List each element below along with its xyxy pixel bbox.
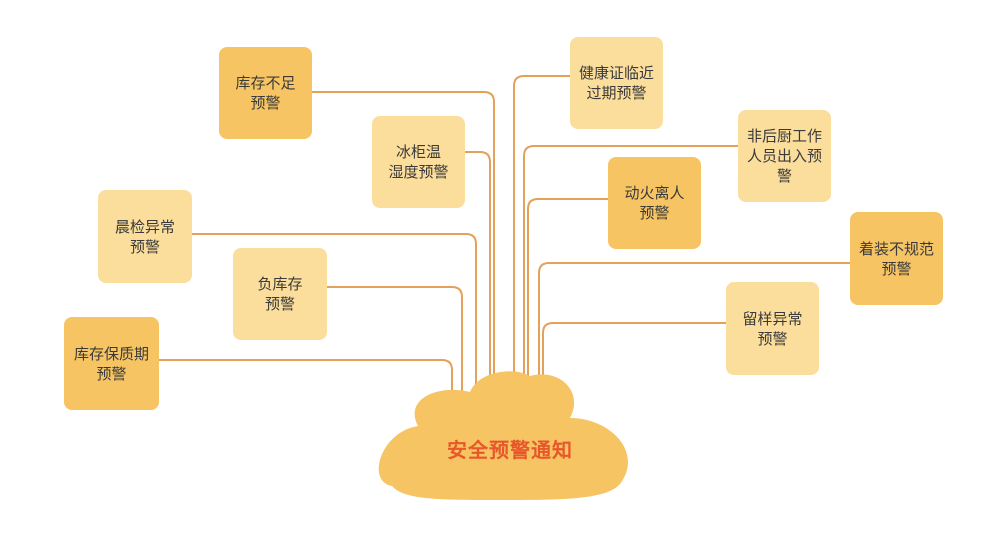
node-non-kitchen-staff[interactable]: 非后厨工作人员出入预警: [738, 110, 831, 202]
connector-line-stock-shortage: [312, 91, 495, 396]
node-label-line: 留样异常: [742, 309, 803, 328]
node-label-line: 动火离人: [624, 184, 685, 202]
node-fridge-temp[interactable]: 冰柜温湿度预警: [372, 116, 465, 208]
node-label-line: 非后厨工作: [746, 127, 822, 145]
node-label: 留样异常预警: [742, 309, 802, 349]
center-title: 安全预警通知: [447, 437, 573, 462]
node-morning-check[interactable]: 晨检异常预警: [98, 190, 192, 283]
node-label-line: 预警: [250, 94, 281, 112]
node-label: 库存不足预警: [235, 73, 295, 113]
node-label-line: 着装不规范: [858, 239, 934, 258]
node-label-line: 预警: [264, 295, 295, 313]
node-negative-stock[interactable]: 负库存预警: [233, 248, 327, 340]
connector-line-sample-anomaly: [542, 322, 726, 384]
connector-line-fire-unattended: [527, 198, 608, 380]
node-label: 晨检异常预警: [115, 217, 175, 257]
node-label: 负库存预警: [257, 274, 302, 314]
node-label: 动火离人预警: [624, 183, 684, 223]
connector-line-non-kitchen-staff: [523, 145, 738, 380]
node-label-line: 负库存: [257, 275, 303, 293]
node-label: 库存保质期预警: [74, 344, 149, 384]
node-sample-anomaly[interactable]: 留样异常预警: [726, 282, 819, 375]
node-label-line: 预警: [639, 204, 670, 222]
node-label: 着装不规范预警: [859, 239, 934, 279]
node-label-line: 健康证临近: [578, 64, 654, 82]
node-label-line: 预警: [96, 364, 127, 383]
node-label-line: 库存不足: [235, 74, 296, 92]
node-label: 冰柜温湿度预警: [388, 142, 448, 182]
node-label-line: 库存保质期: [73, 344, 149, 363]
connector-line-morning-check: [192, 233, 477, 392]
connector-line-dress-code: [538, 262, 850, 384]
node-label-line: 晨检异常: [114, 217, 175, 236]
node-label-line: 预警: [881, 259, 912, 278]
node-label-line: 湿度预警: [388, 163, 449, 181]
node-label: 非后厨工作人员出入预警: [744, 126, 825, 186]
cloud-shape: [378, 371, 628, 500]
connector-line-negative-stock: [327, 286, 463, 392]
node-label-line: 冰柜温: [395, 143, 441, 161]
node-label-line: 过期预警: [586, 84, 647, 102]
connector-line-shelf-life: [159, 359, 453, 392]
node-dress-code[interactable]: 着装不规范预警: [850, 212, 943, 305]
node-certificate-expiry[interactable]: 健康证临近过期预警: [570, 37, 663, 129]
connector-line-fridge-temp: [465, 151, 491, 392]
node-label-line: 预警: [129, 237, 160, 256]
connector-line-certificate-expiry: [513, 75, 570, 380]
node-label: 健康证临近过期预警: [579, 63, 654, 103]
node-fire-unattended[interactable]: 动火离人预警: [608, 157, 701, 249]
node-shelf-life[interactable]: 库存保质期预警: [64, 317, 159, 410]
node-label-line: 预警: [757, 329, 788, 348]
node-stock-shortage[interactable]: 库存不足预警: [219, 47, 312, 139]
node-label-line: 人员出入预警: [746, 147, 822, 185]
